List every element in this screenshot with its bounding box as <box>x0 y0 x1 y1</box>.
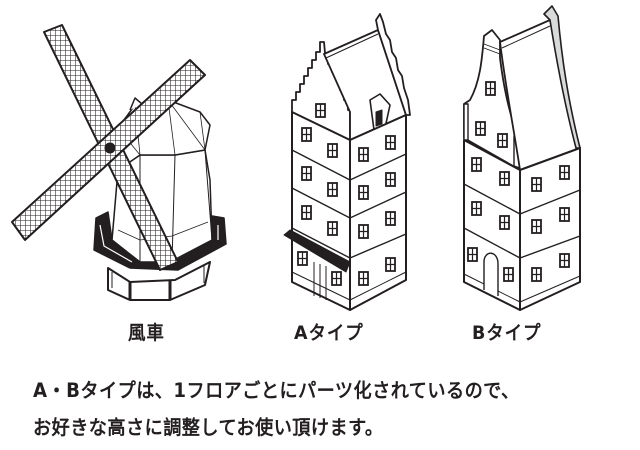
description-line-1: A・Bタイプは、1フロアごとにパーツ化されているので、 <box>33 379 520 402</box>
description-line-2: お好きな高さに調整してお使い頂けます。 <box>33 416 384 439</box>
windmill-caption: 風車 <box>128 322 165 344</box>
a-type-building-illustration <box>270 0 420 311</box>
a-type-building-icon <box>283 13 411 311</box>
b-type-building-illustration <box>440 0 590 311</box>
b-type-caption: Bタイプ <box>472 322 542 344</box>
windmill-icon <box>11 24 227 301</box>
windmill-illustration <box>0 0 260 310</box>
a-type-caption: Aタイプ <box>294 322 364 344</box>
b-type-building-icon <box>463 5 581 311</box>
